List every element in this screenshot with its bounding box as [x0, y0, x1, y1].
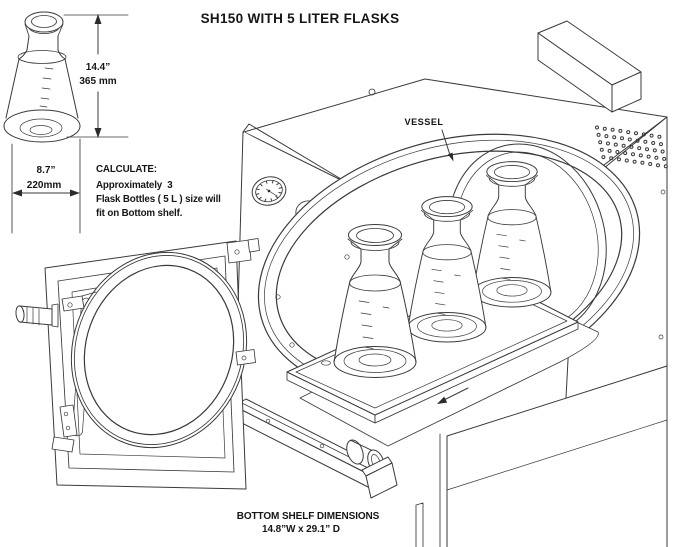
shelf-direction-arrow [437, 387, 469, 404]
side-screw [660, 189, 666, 195]
top-vent-box [537, 20, 642, 113]
door-seal [83, 264, 235, 436]
calculate-line-1: Approximately 3 [96, 180, 173, 191]
calculate-line-2: Flask Bottles ( 5 L ) size will [96, 194, 221, 205]
top-panel-hole [368, 88, 376, 96]
flask-height-inches: 14.4” [86, 62, 110, 73]
flange-screw [289, 342, 295, 348]
calculate-line-3: fit on Bottom shelf. [96, 208, 183, 219]
tray-hole [321, 360, 331, 366]
flange-screw [344, 254, 350, 260]
door-window [70, 251, 248, 449]
door-hinge-top [226, 238, 260, 264]
rail-screw [265, 418, 271, 424]
door-hinge-middle [235, 349, 256, 366]
flask-width-inches: 8.7” [37, 165, 56, 176]
door [15, 238, 260, 490]
door-latch-bottom [51, 404, 78, 453]
rail-screw [319, 443, 325, 449]
bottom-shelf-heading: BOTTOM SHELF DIMENSIONS [237, 511, 380, 522]
incubator-body [233, 20, 668, 547]
door-latch-top [61, 291, 97, 312]
vessel-callout: VESSEL [405, 117, 454, 162]
page-title: SH150 WITH 5 LITER FLASKS [201, 11, 400, 26]
door-handle [15, 303, 59, 328]
vessel-label: VESSEL [405, 117, 444, 127]
flask-height-mm: 365 mm [79, 76, 116, 87]
vent-holes [595, 125, 668, 169]
calculate-note: CALCULATE: Approximately 3 Flask Bottles… [96, 164, 221, 219]
pressure-gauge [251, 176, 287, 206]
flask-width-mm: 220mm [27, 180, 62, 191]
width-dimension: 8.7” 220mm [11, 138, 81, 234]
bottom-shelf-size: 14.8”W x 29.1” D [262, 524, 340, 535]
flask-icon [3, 11, 81, 143]
shelf-rail [233, 398, 398, 499]
side-screw [658, 334, 664, 340]
bottom-shelf-dimensions: BOTTOM SHELF DIMENSIONS 14.8”W x 29.1” D [237, 511, 380, 535]
height-dimension: 14.4” 365 mm [63, 14, 129, 138]
calculate-heading: CALCULATE: [96, 164, 157, 175]
lower-cabinet [415, 365, 668, 547]
vessel-arrow [441, 129, 451, 156]
rail-end-block [361, 456, 398, 499]
